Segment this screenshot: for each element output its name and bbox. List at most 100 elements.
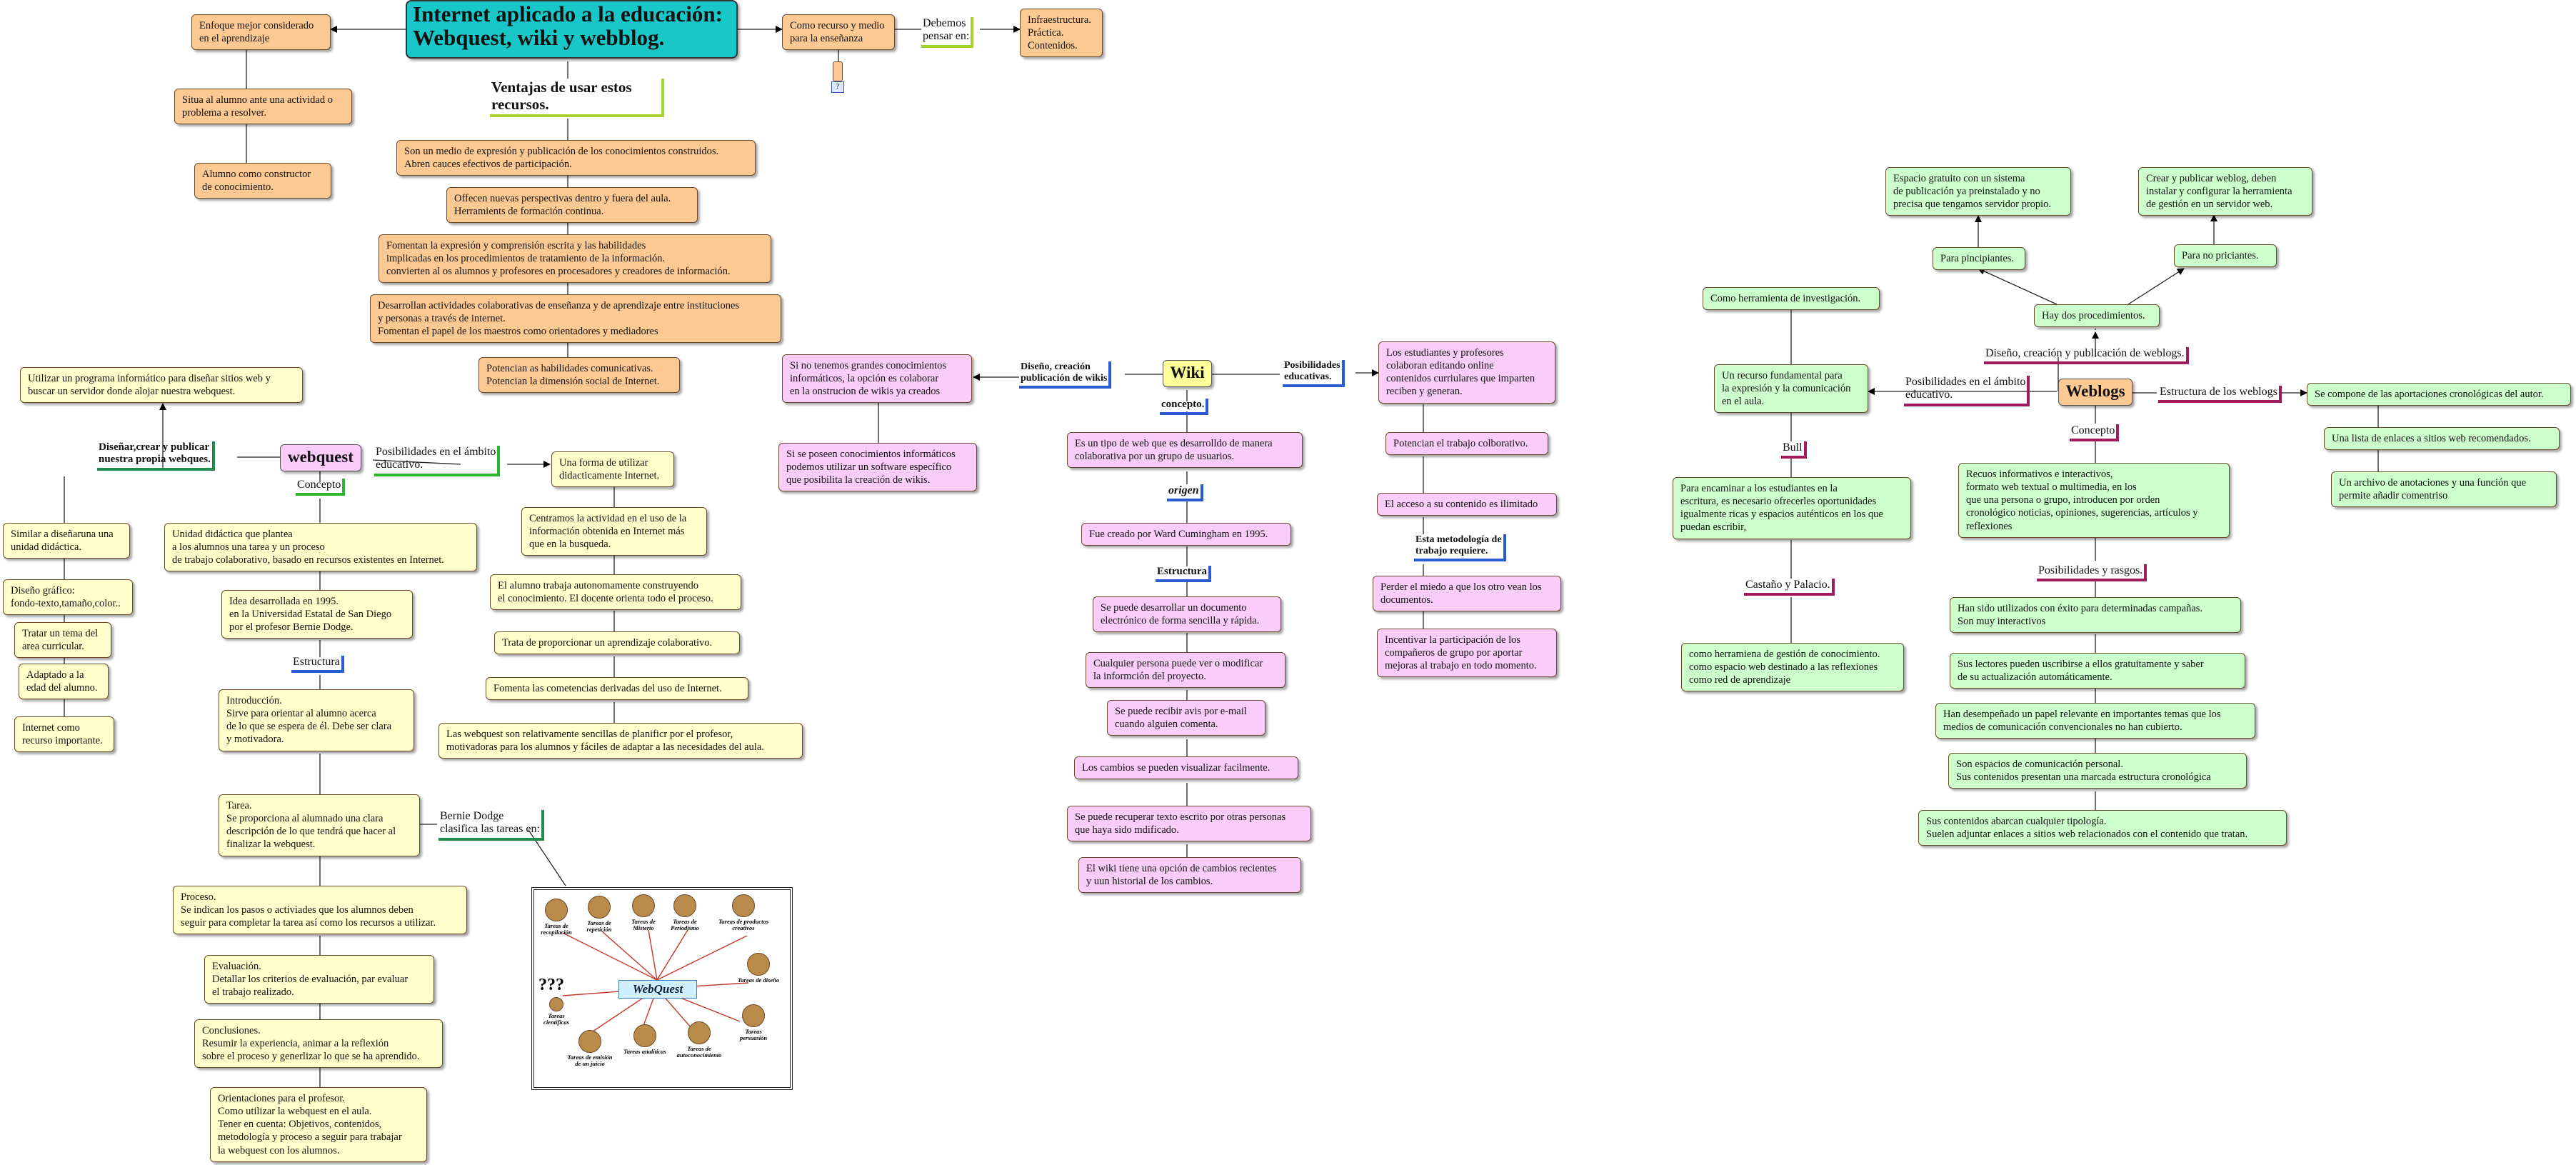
ventaja-box: Fomentan la expresión y comprensión escr… bbox=[379, 234, 771, 283]
weblogs-hub: Weblogs bbox=[2058, 379, 2133, 406]
wiki-origen-box: Fue creado por Ward Cumingham en 1995. bbox=[1081, 523, 1291, 546]
webquest-left-box: Diseño gráfico: fondo-texto,tamaño,color… bbox=[3, 579, 133, 615]
wiki-hub: Wiki bbox=[1163, 360, 1212, 387]
ventaja-box: Potencian as habilidades comunicativas. … bbox=[478, 357, 680, 393]
figure-icon bbox=[578, 1030, 601, 1053]
bernie-dodge-label: Bernie Dodge clasifica las tareas en: bbox=[438, 810, 544, 841]
espacio-gratuito-box: Espacio gratuito con un sistema de publi… bbox=[1885, 167, 2071, 216]
estructura-orientaciones-box: Orientaciones para el profesor. Como uti… bbox=[210, 1087, 427, 1162]
weblogs-estructura-box: Se compone de las aportaciones cronológi… bbox=[2307, 383, 2571, 406]
weblogs-diseno-label: Diseño, creación y publicación de weblog… bbox=[1984, 347, 2189, 364]
alumno-constructor-box: Alumno como constructor de conocimiento. bbox=[194, 163, 331, 199]
weblogs-estructura-box: Una lista de enlaces a sitios web recome… bbox=[2324, 427, 2560, 450]
recurso-medio-box: Como recurso y medio para la enseñanza bbox=[782, 14, 895, 50]
wiki-estructura-box: Cualquier persona puede ver o modificar … bbox=[1086, 652, 1286, 688]
rasgos-box: Han sido utilizados con éxito para deter… bbox=[1950, 597, 2241, 633]
herramienta-investigacion-box: Como herramienta de investigación. bbox=[1703, 287, 1880, 310]
wiki-diseno-label: Diseño, creación publicación de wikis bbox=[1019, 361, 1111, 389]
wiki-posib-box: Potencian el trabajo colborativo. bbox=[1385, 432, 1548, 455]
task-cientificas: Tareas científicas bbox=[536, 997, 577, 1026]
estructura-tarea-box: Tarea. Se proporciona al alumnado una cl… bbox=[219, 794, 420, 856]
webquest-concepto-label: Concepto bbox=[296, 479, 345, 496]
figure-icon bbox=[632, 894, 655, 917]
figure-icon bbox=[732, 894, 755, 917]
task-diseno: Tareas de diseño bbox=[733, 953, 784, 984]
ventaja-box: Son un medio de expresión y publicación … bbox=[396, 140, 756, 176]
webquest-idea-box: Idea desarrollada en 1995. en la Univers… bbox=[221, 590, 413, 639]
rasgos-box: Sus lectores pueden uscribirse a ellos g… bbox=[1950, 653, 2245, 689]
wiki-estructura-box: Se puede desarrollar un documento electr… bbox=[1093, 596, 1281, 632]
wiki-left-box: Si se poseen conocimientos informáticos … bbox=[778, 443, 977, 491]
crear-publicar-box: Crear y publicar weblog, deben instalar … bbox=[2138, 167, 2312, 216]
task-emision-juicio: Tareas de emisión de un juicio bbox=[563, 1030, 617, 1067]
estructura-introduccion-box: Introducción. Sirve para orientar al alu… bbox=[219, 689, 414, 751]
weblogs-concepto-box: Recuos informativos e interactivos, form… bbox=[1958, 463, 2230, 538]
webquest-concepto-box: Unidad didáctica que plantea a los alumn… bbox=[164, 523, 477, 571]
task-productos-creativos: Tareas de productos creativos bbox=[714, 894, 773, 931]
situa-box: Situa al alumno ante una actividad o pro… bbox=[174, 89, 352, 124]
wiki-origen-label: origen bbox=[1167, 484, 1203, 501]
webquest-estructura-label: Estructura bbox=[291, 656, 344, 673]
wiki-estructura-box: Los cambios se pueden visualizar facilme… bbox=[1074, 756, 1298, 779]
webquest-hub: webquest bbox=[280, 444, 361, 471]
task-repeticion: Tareas de repetición bbox=[578, 896, 620, 933]
rasgos-box: Han desempeñado un papel relevante en im… bbox=[1935, 703, 2255, 739]
wiki-posib-box: El acceso a su contenido es ilimitado bbox=[1377, 493, 1557, 516]
wiki-estructura-label: Estructura bbox=[1156, 566, 1211, 582]
main-title: Internet aplicado a la educación: Webque… bbox=[406, 0, 738, 59]
figure-icon bbox=[688, 1021, 711, 1044]
figure-icon bbox=[549, 997, 563, 1011]
procedimientos-box: Hay dos procedimientos. bbox=[2034, 304, 2160, 327]
question-marks: ??? bbox=[538, 976, 564, 995]
wiki-posibilidades-label: Posibilidades educativas. bbox=[1283, 360, 1345, 387]
wiki-metodologia-box: Perder el miedo a que los otro vean los … bbox=[1373, 576, 1561, 611]
figure-icon bbox=[747, 953, 770, 976]
task-autoconocimiento: Tareas de autoconocimiento bbox=[673, 1021, 726, 1059]
wiki-left-box: Si no tenemos grandes conocimientos info… bbox=[782, 354, 972, 403]
task-misterio: Tareas de Misterio bbox=[623, 894, 664, 931]
wiki-concepto-box: Es un tipo de web que es desarrolldo de … bbox=[1067, 432, 1303, 468]
figure-icon bbox=[633, 1024, 656, 1047]
figure-icon bbox=[545, 899, 568, 921]
recurso-fundamental-box: Un recurso fundamental para la expresión… bbox=[1714, 364, 1868, 413]
wiki-metodologia-label: Esta metodología de trabajo requiere. bbox=[1414, 534, 1506, 561]
webquest-left-box: Tratar un tema del area curricular. bbox=[14, 622, 111, 658]
utilizar-programa-box: Utilizar un programa informático para di… bbox=[20, 367, 303, 403]
webquest-left-box: Adaptado a la edad del alumno. bbox=[19, 664, 109, 699]
figure-icon bbox=[588, 896, 611, 919]
rasgos-label: Posibilidades y rasgos. bbox=[2037, 564, 2147, 581]
webquest-tasks-image: ??? WebQuest Tareas de recopilación Tare… bbox=[531, 887, 793, 1090]
wiki-metodologia-box: Incentivar la participación de los compa… bbox=[1377, 629, 1557, 677]
note-icon[interactable]: ? bbox=[831, 61, 843, 93]
weblogs-posibilidades-label: Posibilidades en el ámbito educativo. bbox=[1904, 376, 2030, 406]
webquest-center-label: WebQuest bbox=[618, 980, 697, 999]
enfoque-box: Enfoque mejor considerado en el aprendiz… bbox=[191, 14, 331, 50]
webquest-posib-box: Fomenta las cometencias derivadas del us… bbox=[486, 677, 748, 700]
weblogs-estructura-box: Un archivo de anotaciones y una función … bbox=[2331, 471, 2557, 507]
estructura-evaluacion-box: Evaluación. Detallar los criterios de ev… bbox=[204, 955, 434, 1004]
task-analiticas: Tareas analíticas bbox=[620, 1024, 670, 1055]
figure-icon bbox=[742, 1004, 765, 1027]
ventaja-box: Offecen nuevas perspectivas dentro y fue… bbox=[446, 187, 698, 223]
estructura-conclusiones-box: Conclusiones. Resumir la experiencia, an… bbox=[194, 1019, 443, 1068]
task-periodismo: Tareas de Periodismo bbox=[664, 894, 706, 931]
wiki-concepto-label: concepto. bbox=[1160, 399, 1208, 415]
disenar-label: Diseñar,crear y publicar nuestra propia … bbox=[97, 441, 215, 471]
ventajas-label: Ventajas de usar estos recursos. bbox=[490, 79, 664, 117]
wiki-estructura-box: El wiki tiene una opción de cambios reci… bbox=[1078, 857, 1301, 893]
webquest-left-box: Internet como recurso importante. bbox=[14, 716, 114, 752]
ventaja-box: Desarrollan actividades colaborativas de… bbox=[370, 294, 781, 343]
weblogs-estructura-label: Estructura de los weblogs bbox=[2158, 386, 2282, 403]
wiki-estructura-box: Se puede recuperar texto escrito por otr… bbox=[1067, 806, 1311, 841]
estructura-proceso-box: Proceso. Se indican los pasos o activiad… bbox=[173, 886, 467, 934]
castano-palacio-label: Castaño y Palacio. bbox=[1744, 579, 1835, 596]
figure-icon bbox=[673, 894, 696, 917]
infraestructura-box: Infraestructura. Práctica. Contenidos. bbox=[1020, 9, 1103, 57]
webquest-posib-box: Las webquest son relativamente sencillas… bbox=[438, 723, 803, 759]
webquest-posib-box: El alumno trabaja autonomamente construy… bbox=[490, 574, 741, 610]
wiki-posib-box: Los estudiantes y profesores colaboran e… bbox=[1378, 341, 1555, 404]
rasgos-box: Sus contenidos abarcan cualquier tipolog… bbox=[1918, 810, 2287, 846]
debemos-pensar-label: Debemos pensar en: bbox=[921, 17, 973, 48]
gestion-conocimiento-box: como herramiena de gestión de conocimien… bbox=[1681, 643, 1904, 691]
wiki-estructura-box: Se puede recibir avis por e-mail cuando … bbox=[1107, 700, 1266, 736]
